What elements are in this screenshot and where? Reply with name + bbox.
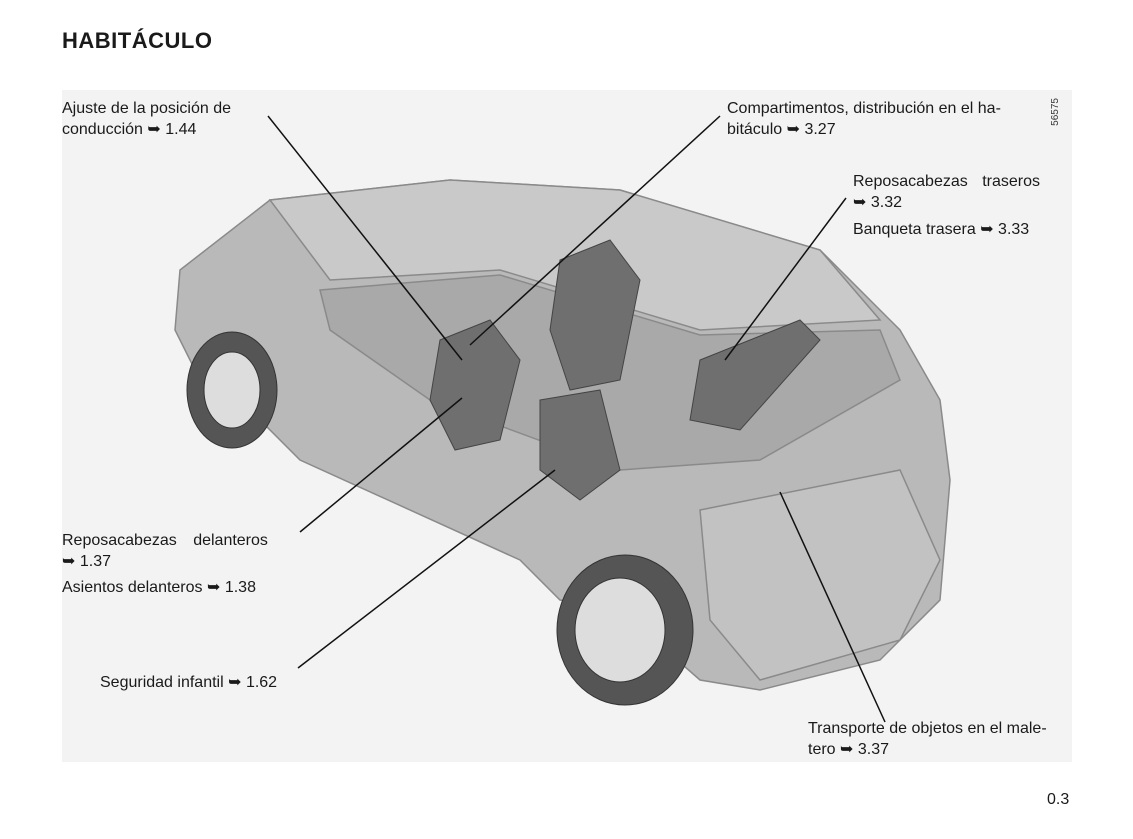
label-line: Reposacabezas traseros bbox=[853, 173, 1040, 190]
label-line: Reposacabezas delanteros bbox=[62, 532, 268, 549]
label-line: Compartimentos, distribución en el ha- bbox=[727, 100, 1001, 117]
label-line: conducción ➥ 1.44 bbox=[62, 121, 197, 138]
label-line: tero ➥ 3.37 bbox=[808, 741, 890, 758]
figure-id: 56575 bbox=[1050, 98, 1061, 126]
wheels bbox=[186, 331, 694, 706]
label-child-safety[interactable]: Seguridad infantil ➥ 1.62 bbox=[100, 674, 278, 691]
label-rear-headrests[interactable]: Reposacabezas traseros ➥ 3.32 bbox=[853, 171, 1071, 213]
label-line: bitáculo ➥ 3.27 bbox=[727, 121, 836, 138]
label-front-seats[interactable]: Asientos delanteros ➥ 1.38 bbox=[62, 579, 256, 596]
label-line: ➥ 1.37 bbox=[62, 553, 111, 570]
label-driving-position[interactable]: Ajuste de la posición de conducción ➥ 1.… bbox=[62, 98, 231, 140]
label-compartments[interactable]: Compartimentos, distribución en el ha- b… bbox=[727, 98, 1001, 140]
label-luggage[interactable]: Transporte de objetos en el male- tero ➥… bbox=[808, 718, 1047, 760]
page-number: 0.3 bbox=[1047, 791, 1070, 808]
label-front-headrests[interactable]: Reposacabezas delanteros ➥ 1.37 bbox=[62, 530, 268, 572]
seats bbox=[429, 239, 821, 501]
label-line: ➥ 3.32 bbox=[853, 194, 902, 211]
leader-lines bbox=[267, 115, 886, 723]
label-line: Transporte de objetos en el male- bbox=[808, 720, 1047, 737]
label-rear-bench[interactable]: Banqueta trasera ➥ 3.33 bbox=[853, 221, 1030, 238]
label-line: Ajuste de la posición de bbox=[62, 100, 231, 117]
page-title: HABITÁCULO bbox=[62, 28, 213, 53]
